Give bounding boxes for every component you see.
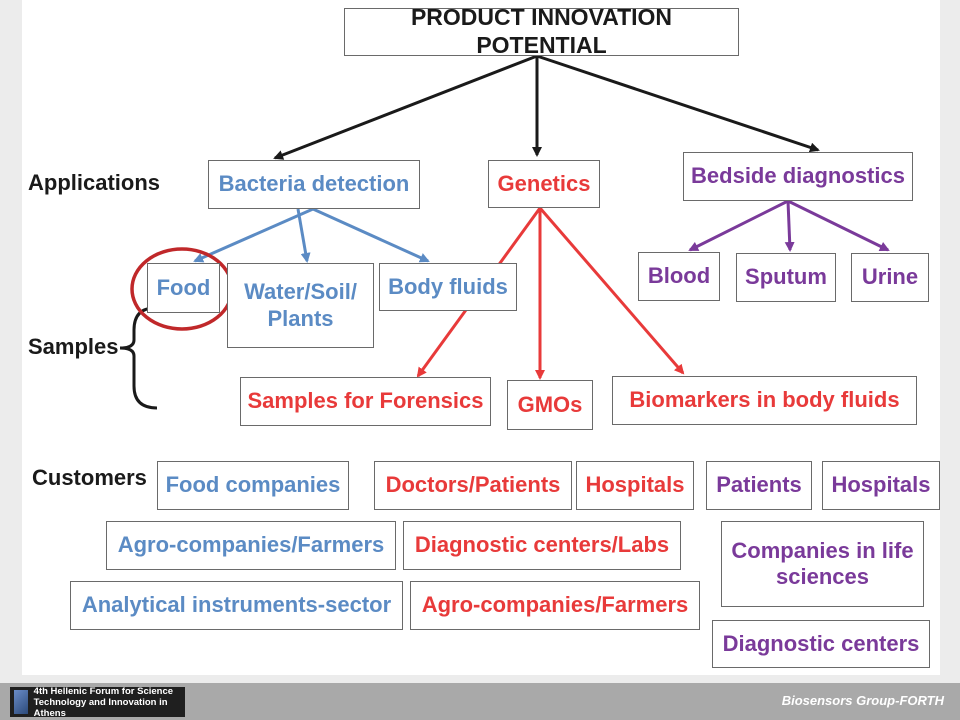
urine-text: Urine <box>861 264 919 290</box>
forum-logo-text: 4th Hellenic Forum for Science Technolog… <box>33 685 174 719</box>
food-companies-text: Food companies <box>165 472 341 498</box>
gmos-text: GMOs <box>517 391 583 417</box>
hospitals-purple-box: Hospitals <box>822 461 940 510</box>
bacteria-detection-box: Bacteria detection <box>208 160 420 209</box>
analytical-instruments-text: Analytical instruments-sector <box>81 592 392 618</box>
forensics-box: Samples for Forensics <box>240 377 491 426</box>
applications-label: Applications <box>28 170 161 195</box>
sputum-text: Sputum <box>745 264 827 290</box>
samples-brace <box>119 306 158 410</box>
bedside-arrows <box>688 199 890 252</box>
diagnostic-centers-text: Diagnostic centers <box>722 630 920 656</box>
bedside-diagnostics-text: Bedside diagnostics <box>691 163 905 189</box>
genetics-text: Genetics <box>497 170 591 196</box>
diagnostic-labs-box: Diagnostic centers/Labs <box>403 521 681 570</box>
hospitals-red-text: Hospitals <box>585 472 685 498</box>
diagnostic-labs-text: Diagnostic centers/Labs <box>414 532 670 558</box>
food-text: Food <box>156 274 211 300</box>
biomarkers-box: Biomarkers in body fluids <box>612 376 917 425</box>
bacteria-arrows <box>193 207 430 263</box>
life-sciences-box: Companies in life sciences <box>721 521 924 607</box>
hospitals-red-box: Hospitals <box>576 461 694 510</box>
hospitals-purple-text: Hospitals <box>831 472 931 498</box>
life-sciences-text: Companies in life sciences <box>731 537 914 589</box>
biomarkers-text: Biomarkers in body fluids <box>629 387 900 413</box>
doctors-patients-text: Doctors/Patients <box>385 472 561 498</box>
forum-logo-icon <box>14 690 28 714</box>
title-box: PRODUCT INNOVATION POTENTIAL <box>344 4 739 58</box>
title-arrows <box>273 54 820 160</box>
body-fluids-text: Body fluids <box>388 273 508 299</box>
agro-companies-red-text: Agro-companies/Farmers <box>421 592 689 618</box>
water-soil-plants-text: Water/Soil/ Plants <box>244 279 357 331</box>
bedside-diagnostics-box: Bedside diagnostics <box>683 152 913 201</box>
gmos-box: GMOs <box>507 380 593 430</box>
analytical-instruments-box: Analytical instruments-sector <box>70 581 403 630</box>
agro-companies-blue-box: Agro-companies/Farmers <box>106 521 396 570</box>
samples-label: Samples <box>28 334 119 359</box>
diagnostic-centers-box: Diagnostic centers <box>712 620 930 668</box>
forum-logo: 4th Hellenic Forum for Science Technolog… <box>10 685 185 719</box>
water-soil-plants-box: Water/Soil/ Plants <box>227 263 374 348</box>
food-companies-box: Food companies <box>157 461 349 510</box>
footer-credit: Biosensors Group-FORTH <box>781 693 944 708</box>
body-fluids-box: Body fluids <box>379 263 517 311</box>
food-box: Food <box>147 263 220 313</box>
patients-box: Patients <box>706 461 812 510</box>
sputum-box: Sputum <box>736 253 836 302</box>
urine-box: Urine <box>851 253 929 302</box>
blood-box: Blood <box>638 252 720 301</box>
bacteria-detection-text: Bacteria detection <box>218 171 410 197</box>
genetics-box: Genetics <box>488 160 600 208</box>
forensics-text: Samples for Forensics <box>247 388 484 414</box>
doctors-patients-box: Doctors/Patients <box>374 461 572 510</box>
agro-companies-red-box: Agro-companies/Farmers <box>410 581 700 630</box>
customers-label: Customers <box>32 465 147 490</box>
blood-text: Blood <box>647 263 711 289</box>
agro-companies-blue-text: Agro-companies/Farmers <box>117 532 385 558</box>
patients-text: Patients <box>716 472 802 498</box>
page-title: PRODUCT INNOVATION POTENTIAL <box>410 4 673 58</box>
